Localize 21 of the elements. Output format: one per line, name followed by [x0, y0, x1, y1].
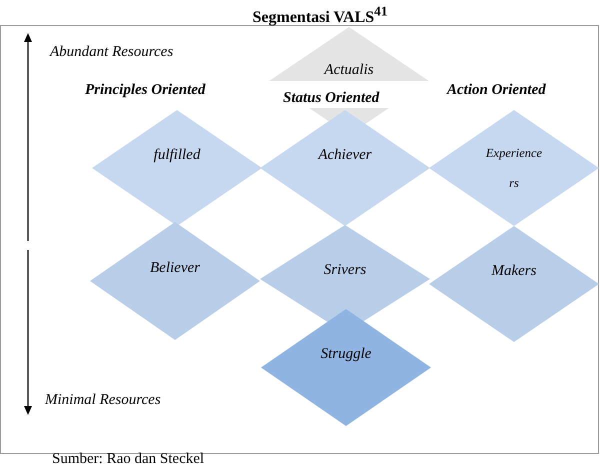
- column-heading: Status Oriented: [269, 81, 429, 108]
- segment-name: Actualis: [324, 61, 374, 79]
- segment-name: Struggle: [320, 345, 372, 363]
- source-note: Sumber: Rao dan Steckel: [52, 451, 204, 467]
- segment-name: fulfilled: [154, 146, 200, 164]
- segment-name: Makers: [492, 262, 536, 280]
- diagram-title: Segmentasi VALS$^{41}$: [252, 9, 388, 26]
- segment-diamond: [260, 110, 430, 226]
- segment-diamond: [261, 309, 431, 426]
- segment-diamond: [429, 226, 599, 342]
- segment-name: Achiever: [318, 146, 372, 164]
- axis-label: Minimal Resources: [45, 391, 161, 409]
- segment-name: Srivers: [324, 261, 366, 279]
- segment-name: Believer: [150, 259, 200, 277]
- column-heading: Action Oriented: [447, 81, 546, 99]
- axis-label: Abundant Resources: [50, 43, 174, 61]
- segment-diamond: [429, 110, 599, 226]
- column-heading: Principles Oriented: [85, 81, 206, 99]
- segment-diamond: [90, 222, 260, 340]
- segment-diamond: [92, 110, 262, 226]
- segment-name: Experience rs: [484, 145, 544, 192]
